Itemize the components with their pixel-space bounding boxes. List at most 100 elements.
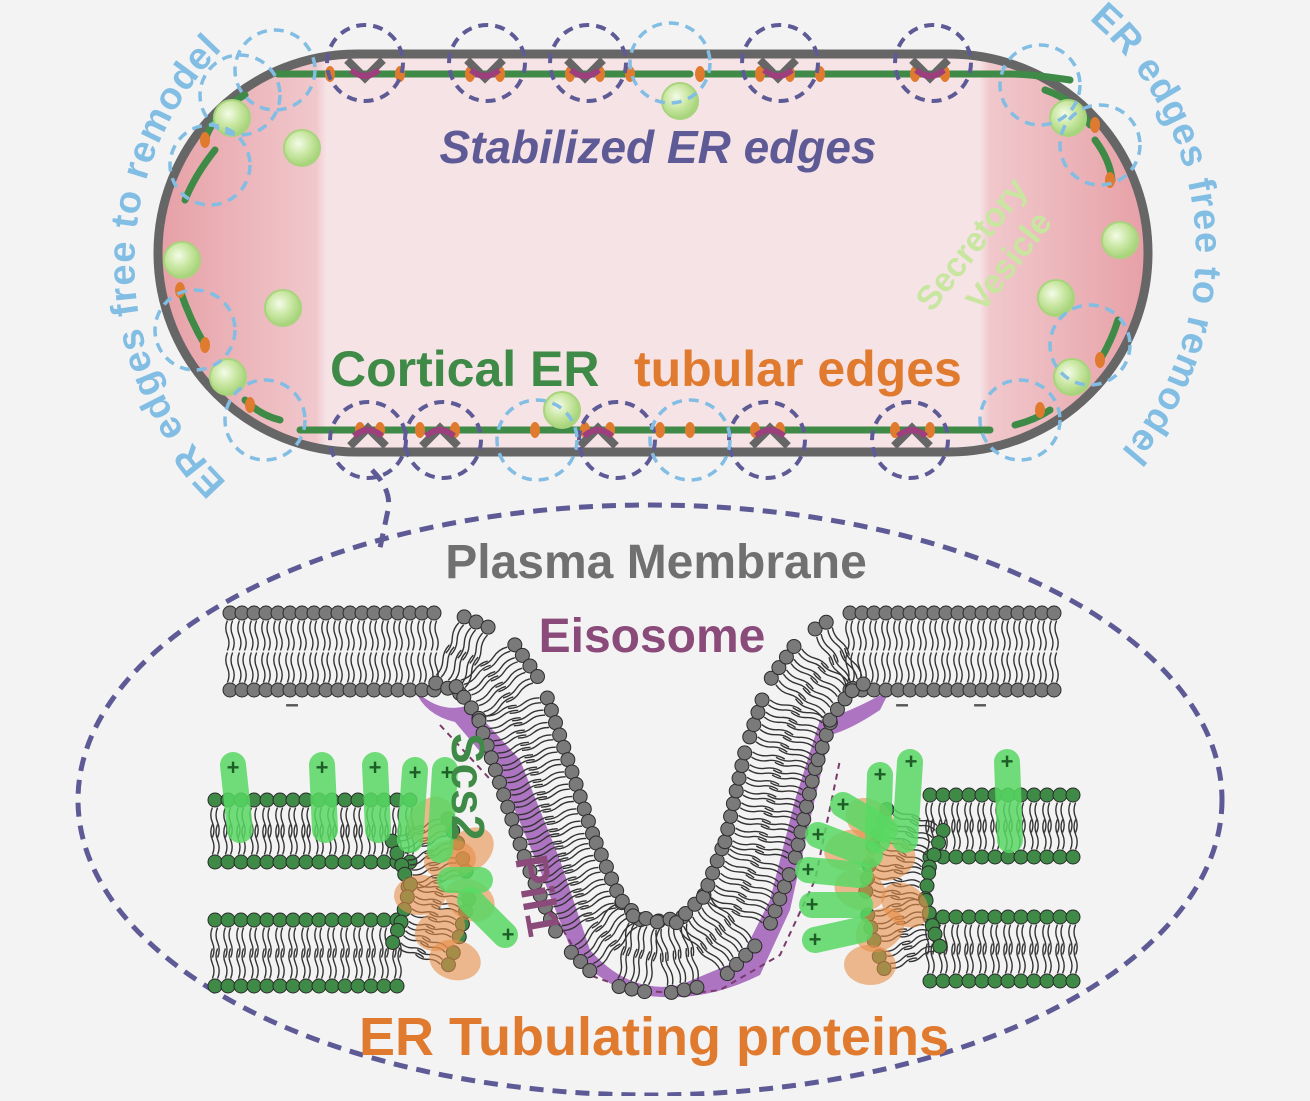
lipid xyxy=(749,857,797,883)
lipid-tail xyxy=(520,734,552,747)
lipid-tail xyxy=(1029,802,1034,833)
lipid-tail xyxy=(1029,819,1034,850)
lipid-tail xyxy=(761,723,794,736)
lipid xyxy=(222,605,238,651)
lipid-tail xyxy=(1037,620,1042,651)
lipid-tail xyxy=(374,652,379,683)
lipid-tail xyxy=(314,620,319,651)
lipid-tail xyxy=(410,620,415,651)
lipid-tail xyxy=(977,802,982,833)
lipid xyxy=(705,865,752,891)
lipid-tail xyxy=(990,802,995,833)
lipid xyxy=(532,764,580,788)
lipid xyxy=(479,729,527,753)
lipid-tail xyxy=(1060,802,1065,833)
lipid xyxy=(234,652,250,698)
stabilized-edge-circle xyxy=(740,23,820,103)
lipid-tail xyxy=(775,756,809,765)
lipid-tail xyxy=(386,620,391,651)
lipid-tail xyxy=(568,866,599,882)
lipid-tail xyxy=(622,922,630,956)
lipid-tail xyxy=(655,929,664,963)
lipid xyxy=(622,908,641,957)
lipid-tail xyxy=(969,924,974,955)
lipid-tail xyxy=(369,620,374,651)
lipid-tail xyxy=(765,711,798,724)
zoom-ellipse xyxy=(75,502,1225,1098)
lipid-tail xyxy=(333,652,338,683)
lipid-tail xyxy=(934,620,939,651)
lipid xyxy=(902,605,918,651)
lipid-tail xyxy=(905,652,910,683)
lipid-tail xyxy=(982,652,987,683)
plus-sign: + xyxy=(227,755,240,780)
lipid-tail xyxy=(507,771,539,784)
lipid-tail xyxy=(542,869,574,884)
lipid-head xyxy=(747,938,763,954)
lipid-tail xyxy=(261,620,266,651)
lipid xyxy=(734,758,783,778)
lipid-tail xyxy=(1001,652,1006,683)
lipid-tail xyxy=(345,927,350,958)
lipid xyxy=(376,948,392,994)
lipid-tail xyxy=(778,680,807,701)
lipid-head xyxy=(961,849,977,865)
tubular-edges-label: tubular edges xyxy=(634,341,962,397)
lipid xyxy=(496,778,543,803)
lipid-tail xyxy=(941,652,946,683)
lipid-head xyxy=(1013,849,1029,865)
lipid-tail xyxy=(517,726,550,739)
lipid-head xyxy=(689,979,705,995)
lipid-tail xyxy=(540,795,573,808)
lipid-tail xyxy=(898,652,903,683)
lipid-head xyxy=(516,848,532,864)
lipid-tail xyxy=(1030,652,1035,683)
lipid-tail xyxy=(995,924,1000,955)
lipid-tail xyxy=(583,902,614,917)
lipid-tail xyxy=(755,741,788,753)
lipid-head xyxy=(1039,973,1055,989)
lipid xyxy=(974,819,990,865)
lipid xyxy=(1065,909,1081,955)
tubular-edge-cap xyxy=(415,422,425,438)
lipid-tail xyxy=(314,948,319,979)
lipid-tail xyxy=(254,948,259,979)
plus-sign: + xyxy=(905,749,918,774)
lipid xyxy=(717,834,766,854)
lipid-tail xyxy=(393,620,398,651)
lipid-tail xyxy=(358,948,363,979)
lipid xyxy=(495,658,538,693)
lipid-tail xyxy=(230,620,235,651)
lipid-tail xyxy=(600,913,625,938)
lipid-tail xyxy=(230,652,235,683)
lipid-tail xyxy=(393,652,398,683)
lipid xyxy=(298,912,314,958)
lipid-head xyxy=(298,978,314,994)
lipid-tail xyxy=(241,948,246,979)
lipid-head xyxy=(729,956,745,972)
lipid-tail xyxy=(1006,620,1011,651)
lipid-tail xyxy=(561,912,592,927)
lipid-head xyxy=(298,912,314,928)
lipid xyxy=(1065,943,1081,989)
lipid-tail xyxy=(727,853,760,867)
lipid-tail xyxy=(338,620,343,651)
lipid-tail xyxy=(905,620,910,651)
lipid-tail xyxy=(353,807,358,838)
lipid-head xyxy=(448,679,464,695)
lipid-tail xyxy=(302,652,307,683)
scs2-label: Scs2 xyxy=(442,733,494,840)
lipid-tail xyxy=(319,948,324,979)
lipid-tail xyxy=(790,711,823,724)
lipid-tail xyxy=(769,781,803,791)
lipid-tail xyxy=(223,948,228,979)
lipid-tail xyxy=(724,860,757,874)
lipid xyxy=(961,943,977,989)
lipid-tail xyxy=(692,916,717,941)
lipid-tail xyxy=(768,787,802,796)
lipid xyxy=(207,948,223,994)
lipid-head xyxy=(961,787,977,803)
lipid-head xyxy=(324,912,340,928)
lipid xyxy=(1013,909,1029,955)
lipid-head xyxy=(207,912,223,928)
